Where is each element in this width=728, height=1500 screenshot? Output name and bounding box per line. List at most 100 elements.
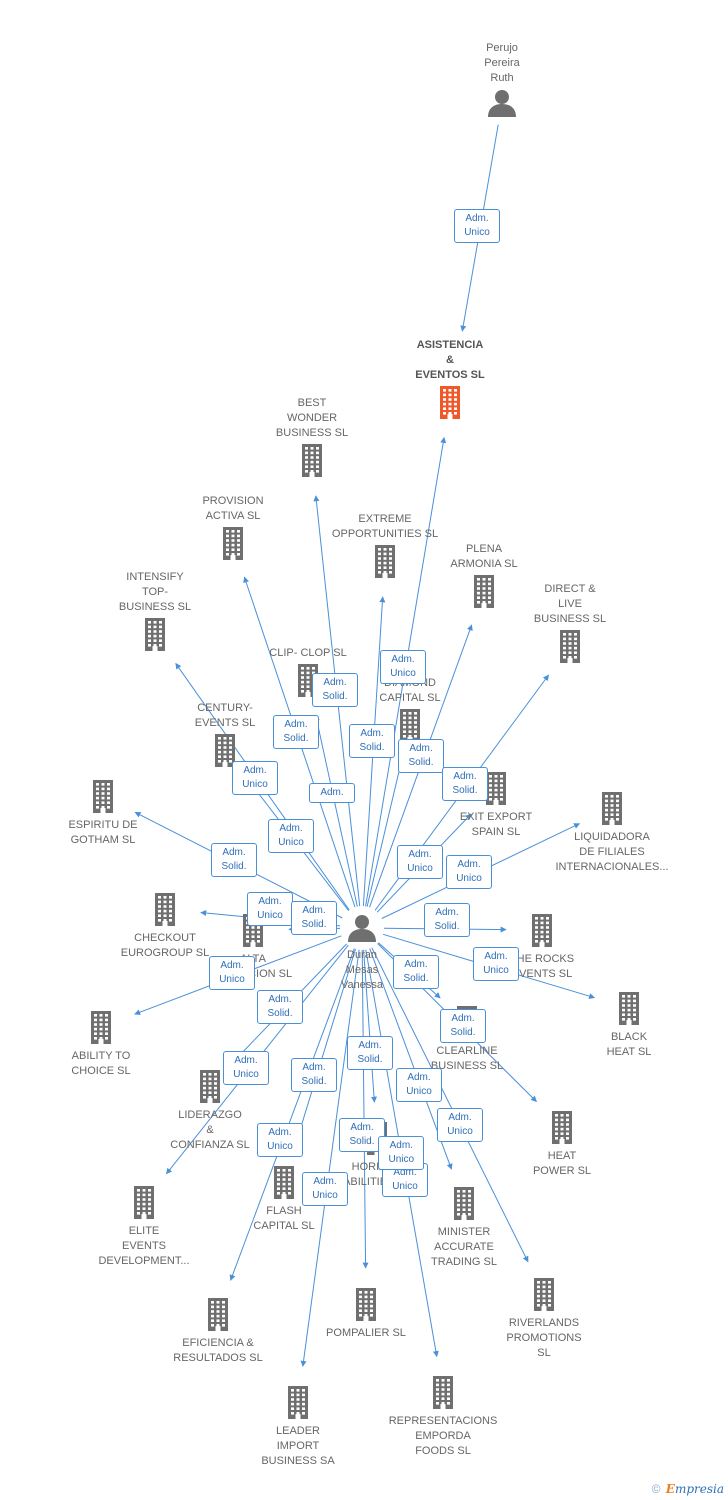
node-label: MINISTER ACCURATE TRADING SL [430,1226,497,1268]
role-badge[interactable]: Adm. Solid. [442,767,488,801]
role-badge[interactable]: Adm. Unico [454,209,500,243]
building-icon [140,1069,280,1108]
building-icon [31,1010,171,1049]
building-icon [163,526,303,565]
role-badge[interactable]: Adm. Solid. [312,673,358,707]
role-badge[interactable]: Adm. Solid. [424,903,470,937]
role-badge[interactable]: Adm. Unico [257,1123,303,1157]
company-node-leader[interactable]: LEADER IMPORT BUSINESS SA [228,1383,368,1469]
company-node-intensify[interactable]: INTENSIFY TOP- BUSINESS SL [85,570,225,656]
building-icon [380,385,520,424]
node-label: PLENA ARMONIA SL [450,543,518,570]
company-node-direct[interactable]: DIRECT & LIVE BUSINESS SL [500,582,640,668]
company-node-plena[interactable]: PLENA ARMONIA SL [414,542,554,613]
company-node-black[interactable]: BLACK HEAT SL [559,989,699,1060]
edge-duran-to-leader [300,949,360,1367]
node-label: LIQUIDADORA DE FILIALES INTERNACIONALES.… [555,831,669,873]
role-badge[interactable]: Adm. Solid. [440,1009,486,1043]
building-icon [148,1297,288,1336]
building-icon [472,913,612,952]
role-badge[interactable]: Adm. Solid. [273,715,319,749]
role-badge[interactable]: Adm. [309,783,355,803]
role-badge[interactable]: Adm. Unico [473,947,519,981]
role-badge[interactable]: Adm. Solid. [339,1118,385,1152]
node-label: EXIT EXPORT SPAIN SL [459,811,533,838]
company-node-best[interactable]: BEST WONDER BUSINESS SL [242,396,382,482]
role-badge[interactable]: Adm. Solid. [211,843,257,877]
edge-duran-to-eficiencia [229,948,355,1281]
role-badge[interactable]: Adm. Solid. [291,1058,337,1092]
node-label: CENTURY- EVENTS SL [194,702,256,729]
role-badge[interactable]: Adm. Unico [209,956,255,990]
company-node-extreme[interactable]: EXTREME OPPORTUNITIES SL [315,512,455,583]
role-badge[interactable]: Adm. Unico [397,845,443,879]
company-node-century[interactable]: CENTURY- EVENTS SL [155,701,295,772]
role-badge[interactable]: Adm. Solid. [291,901,337,935]
building-icon [492,1110,632,1149]
node-label: EFICIENCIA & RESULTADOS SL [173,1337,263,1364]
company-node-heat[interactable]: HEAT POWER SL [492,1108,632,1179]
company-node-exitexport[interactable]: EXIT EXPORT SPAIN SL [426,769,566,840]
node-label: ASISTENCIA & EVENTOS SL [415,339,485,381]
company-node-representaciones[interactable]: REPRESENTACIONS EMPORDA FOODS SL [373,1373,513,1459]
building-icon [373,1375,513,1414]
company-node-liquidadora[interactable]: LIQUIDADORA DE FILIALES INTERNACIONALES.… [542,789,682,875]
company-node-asistencia[interactable]: ASISTENCIA & EVENTOS SL [380,338,520,424]
role-badge[interactable]: Adm. Solid. [398,739,444,773]
node-label: FLASH CAPITAL SL [253,1205,315,1232]
node-label: LEADER IMPORT BUSINESS SA [261,1425,335,1467]
role-badge[interactable]: Adm. Unico [380,650,426,684]
edge-duran-to-horizon [363,949,378,1103]
role-badge[interactable]: Adm. Unico [446,855,492,889]
building-icon [315,544,455,583]
role-badge[interactable]: Adm. Solid. [257,990,303,1024]
company-node-ability[interactable]: ABILITY TO CHOICE SL [31,1008,171,1079]
role-badge[interactable]: Adm. Solid. [393,955,439,989]
brand-footer[interactable]: © Empresia [652,1482,724,1496]
person-node-ruth[interactable]: Perujo Pereira Ruth [432,41,572,123]
company-node-flash[interactable]: FLASH CAPITAL SL [214,1163,354,1234]
node-label: PROVISION ACTIVA SL [202,495,264,522]
role-badge[interactable]: Adm. Unico [232,761,278,795]
node-label: DIRECT & LIVE BUSINESS SL [533,583,607,625]
role-badge[interactable]: Adm. Unico [247,892,293,926]
role-badge[interactable]: Adm. Unico [437,1108,483,1142]
node-label: INTENSIFY TOP- BUSINESS SL [118,571,192,613]
role-badge[interactable]: Adm. Unico [302,1172,348,1206]
building-icon [426,771,566,810]
node-label: CLIP- CLOP SL [269,647,347,659]
building-icon [559,991,699,1030]
company-node-liderazgo[interactable]: LIDERAZGO & CONFIANZA SL [140,1067,280,1153]
person-node-duran[interactable]: Duran Mesas Vanessa [292,911,432,993]
role-badge[interactable]: Adm. Unico [268,819,314,853]
building-icon [85,617,225,656]
building-icon [500,629,640,668]
role-badge[interactable]: Adm. Unico [378,1136,425,1171]
company-node-checkout[interactable]: CHECKOUT EUROGROUP SL [95,890,235,961]
company-node-elite[interactable]: ELITE EVENTS DEVELOPMENT... [74,1183,214,1269]
company-node-espiritu[interactable]: ESPIRITU DE GOTHAM SL [33,777,173,848]
node-label: BEST WONDER BUSINESS SL [275,397,349,439]
company-node-therocks[interactable]: THE ROCKS EVENTS SL [472,911,612,982]
node-label: REPRESENTACIONS EMPORDA FOODS SL [388,1415,498,1457]
role-badge[interactable]: Adm. Solid. [349,724,395,758]
node-label: RIVERLANDS PROMOTIONS SL [506,1317,582,1359]
building-icon [414,574,554,613]
person-icon [432,88,572,123]
company-node-pompalier[interactable]: POMPALIER SL [296,1285,436,1341]
building-icon [74,1185,214,1224]
node-label: HEAT POWER SL [532,1150,592,1177]
person-icon [292,913,432,948]
company-node-provision[interactable]: PROVISION ACTIVA SL [163,494,303,565]
company-node-riverlands[interactable]: RIVERLANDS PROMOTIONS SL [474,1275,614,1361]
copyright-icon: © [651,1482,661,1496]
edge-duran-to-flash [293,948,356,1149]
building-icon [340,708,480,747]
role-badge[interactable]: Adm. Unico [396,1068,442,1102]
company-node-eficiencia[interactable]: EFICIENCIA & RESULTADOS SL [148,1295,288,1366]
role-badge[interactable]: Adm. Unico [223,1051,269,1085]
company-node-minister[interactable]: MINISTER ACCURATE TRADING SL [394,1184,534,1270]
role-badge[interactable]: Adm. Solid. [347,1036,393,1070]
building-icon [542,791,682,830]
